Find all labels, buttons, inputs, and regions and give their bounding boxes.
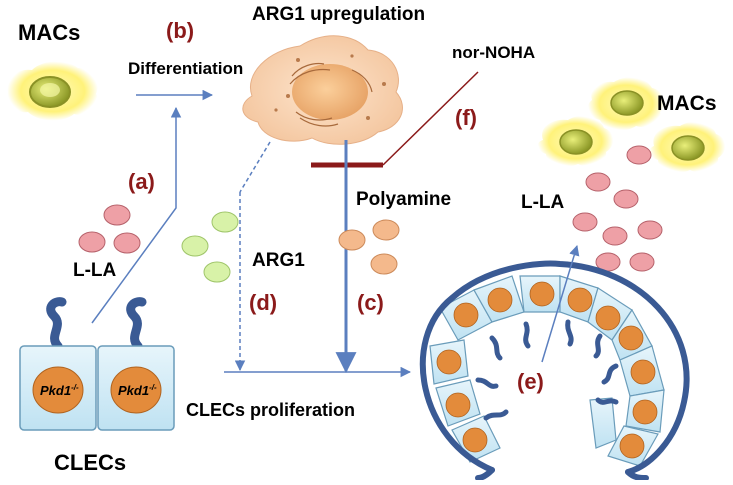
lla-to-differentiation-arrow: [91, 106, 182, 324]
macs-right-label: MACs: [657, 92, 717, 115]
nor-noha-label: nor-NOHA: [452, 43, 535, 62]
macs-left-label: MACs: [18, 20, 80, 45]
clecs-proliferation-label: CLECs proliferation: [186, 400, 355, 420]
svg-text:Pkd1-/-: Pkd1-/-: [118, 383, 157, 398]
clec-cells: Pkd1-/- Pkd1-/-: [19, 297, 175, 431]
differentiation-label: Differentiation: [128, 59, 243, 78]
lla-particles-right: [572, 145, 663, 272]
step-d-label: (d): [249, 290, 277, 315]
step-b-label: (b): [166, 18, 194, 43]
pkd-genotype-label: -/-: [71, 383, 79, 392]
pkd-gene-label: Pkd1: [118, 383, 149, 398]
lla-into-cyst-arrow: [541, 244, 580, 363]
nor-noha-line: [382, 71, 479, 166]
pkd-genotype-label: -/-: [149, 383, 157, 392]
lla-left-label: L-LA: [73, 260, 117, 281]
macrophage-left: [7, 61, 99, 121]
cyst-wall: [419, 260, 690, 475]
macrophages-right: [537, 77, 726, 173]
cyst: [419, 260, 690, 481]
arg1-upregulated-cell: [242, 35, 403, 145]
step-c-label: (c): [357, 290, 384, 315]
arg1-label: ARG1: [252, 250, 305, 271]
pkd-gene-label: Pkd1: [40, 383, 71, 398]
step-e-label: (e): [517, 369, 544, 394]
arg1-upregulation-label: ARG1 upregulation: [252, 4, 425, 25]
lla-right-label: L-LA: [521, 192, 565, 213]
polyamine-particles: [338, 219, 400, 275]
arg1-dashed-arrow: [239, 141, 271, 193]
lla-particles-left: [78, 204, 141, 254]
step-a-label: (a): [128, 169, 155, 194]
svg-text:Pkd1-/-: Pkd1-/-: [40, 383, 79, 398]
step-f-label: (f): [455, 105, 477, 130]
clecs-label: CLECs: [54, 450, 126, 475]
polyamine-label: Polyamine: [356, 189, 451, 210]
arg1-particles: [181, 211, 239, 283]
